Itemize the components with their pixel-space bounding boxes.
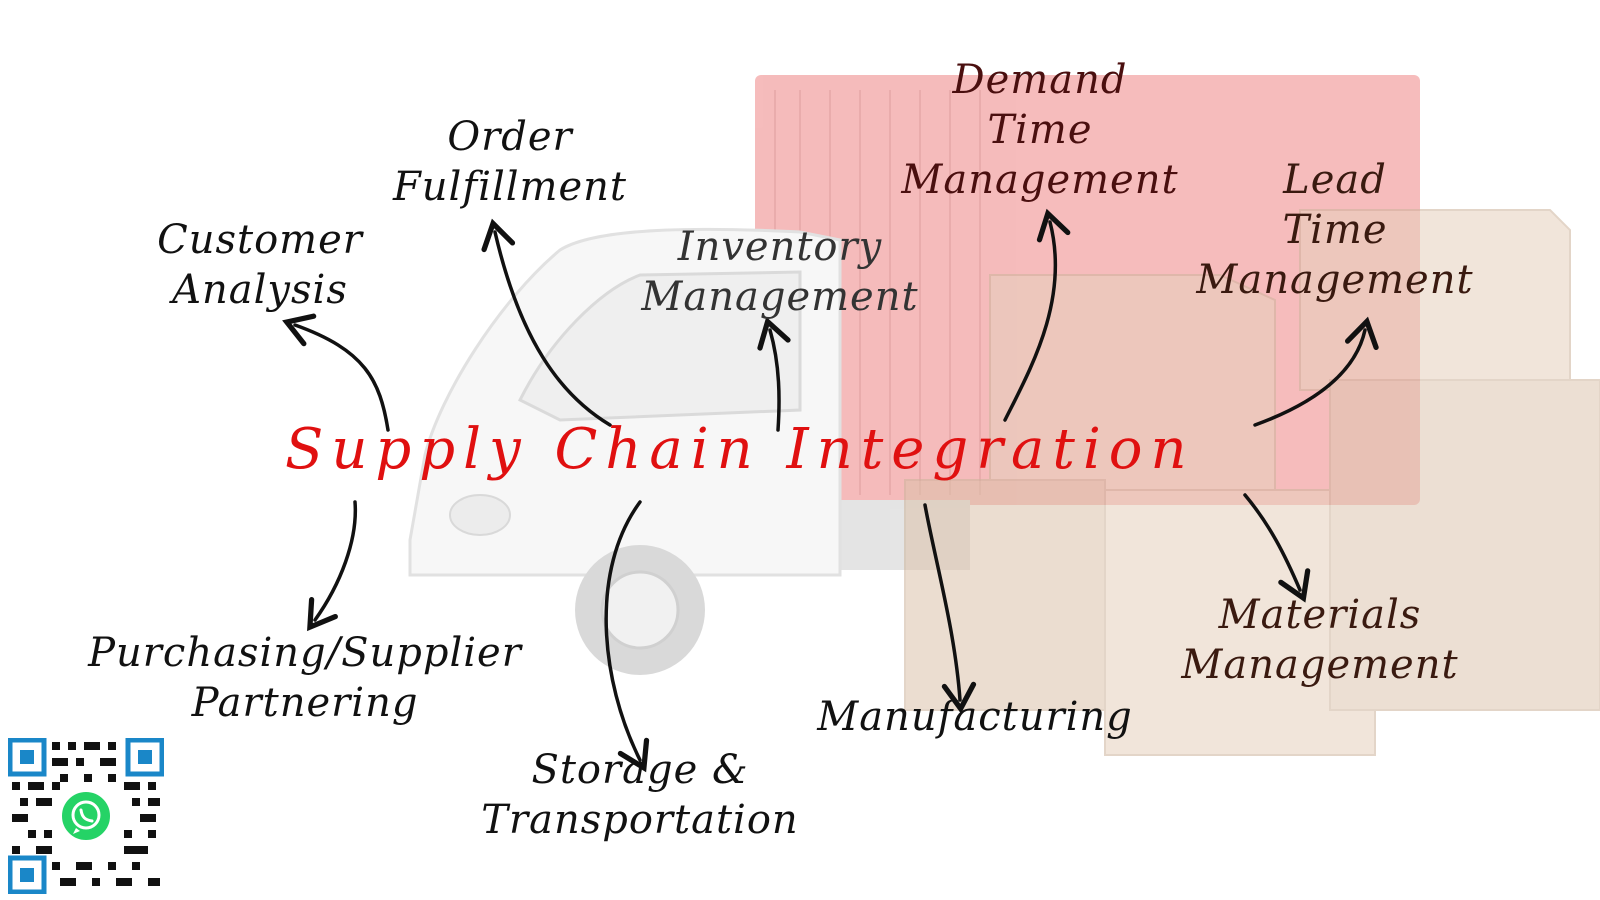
arrow-to-customer-analysis bbox=[282, 313, 390, 432]
node-line: Customer bbox=[157, 217, 363, 263]
qr-finder-bottom-left bbox=[8, 855, 47, 894]
node-line: Storage & bbox=[531, 747, 749, 793]
node-line: Manufacturing bbox=[817, 694, 1133, 740]
arrow-to-demand-time-management bbox=[1003, 208, 1071, 422]
node-line: Management bbox=[1196, 257, 1474, 303]
node-materials-management: Materials Management bbox=[1150, 590, 1490, 690]
node-line: Management bbox=[901, 157, 1179, 203]
qr-finder-top-right bbox=[125, 738, 164, 777]
node-demand-time-management: Demand Time Management bbox=[870, 55, 1210, 205]
node-line: Time bbox=[987, 107, 1093, 153]
node-line: Transportation bbox=[481, 797, 799, 843]
node-manufacturing: Manufacturing bbox=[775, 692, 1175, 742]
node-line: Time bbox=[1282, 207, 1388, 253]
node-line: Management bbox=[1181, 642, 1459, 688]
arrow-to-lead-time-management bbox=[1253, 316, 1379, 427]
diagram-arrows bbox=[282, 208, 1379, 773]
qr-code-icon[interactable] bbox=[8, 738, 164, 894]
node-inventory-management: Inventory Management bbox=[610, 222, 950, 322]
qr-finder-top-left bbox=[8, 738, 47, 777]
truck-headlight bbox=[449, 494, 511, 536]
node-line: Analysis bbox=[172, 267, 348, 313]
node-line: Inventory bbox=[677, 224, 883, 270]
arrow-to-inventory-management bbox=[757, 316, 791, 432]
node-purchasing-supplier-partnering: Purchasing/Supplier Partnering bbox=[45, 628, 565, 728]
node-order-fulfillment: Order Fulfillment bbox=[360, 112, 660, 212]
node-line: Demand bbox=[952, 57, 1128, 103]
node-line: Management bbox=[641, 274, 919, 320]
node-line: Fulfillment bbox=[393, 164, 627, 210]
center-title: Supply Chain Integration bbox=[285, 417, 1195, 482]
arrow-to-materials-management bbox=[1243, 493, 1311, 603]
node-line: Materials bbox=[1218, 592, 1422, 638]
node-customer-analysis: Customer Analysis bbox=[140, 215, 380, 315]
arrow-to-order-fulfillment bbox=[481, 218, 612, 427]
box-lower-right bbox=[1329, 379, 1600, 711]
truck-window bbox=[517, 270, 802, 422]
box-upper-middle bbox=[989, 274, 1276, 491]
qr-modules bbox=[12, 742, 160, 886]
node-line: Purchasing/Supplier bbox=[88, 630, 522, 676]
node-line: Lead bbox=[1283, 157, 1387, 203]
node-lead-time-management: Lead Time Management bbox=[1165, 155, 1505, 305]
arrow-to-storage-transportation bbox=[604, 500, 650, 773]
node-line: Partnering bbox=[191, 680, 419, 726]
arrow-to-purchasing-supplier bbox=[307, 500, 358, 632]
whatsapp-icon bbox=[58, 788, 114, 844]
node-line: Order bbox=[447, 114, 573, 160]
arrow-to-manufacturing bbox=[923, 503, 977, 714]
truck-wheel-hub bbox=[600, 570, 680, 650]
node-storage-transportation: Storage & Transportation bbox=[450, 745, 830, 845]
box-lower-left bbox=[904, 479, 1106, 711]
